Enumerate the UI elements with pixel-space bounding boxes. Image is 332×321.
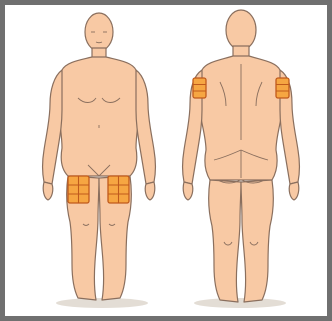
floor-shadow-back bbox=[194, 298, 286, 308]
back-left-arm-site bbox=[193, 78, 206, 98]
back-neck bbox=[233, 46, 249, 57]
front-right-hand bbox=[145, 182, 155, 200]
back-right-arm-site bbox=[276, 78, 289, 98]
front-head bbox=[85, 13, 113, 51]
front-left-hand bbox=[43, 182, 53, 200]
back-right-hand bbox=[289, 182, 299, 200]
front-torso bbox=[57, 57, 141, 176]
back-left-hand bbox=[183, 182, 193, 200]
front-left-thigh-site bbox=[68, 176, 89, 203]
back-head bbox=[226, 10, 256, 50]
front-right-thigh-site bbox=[108, 176, 129, 203]
